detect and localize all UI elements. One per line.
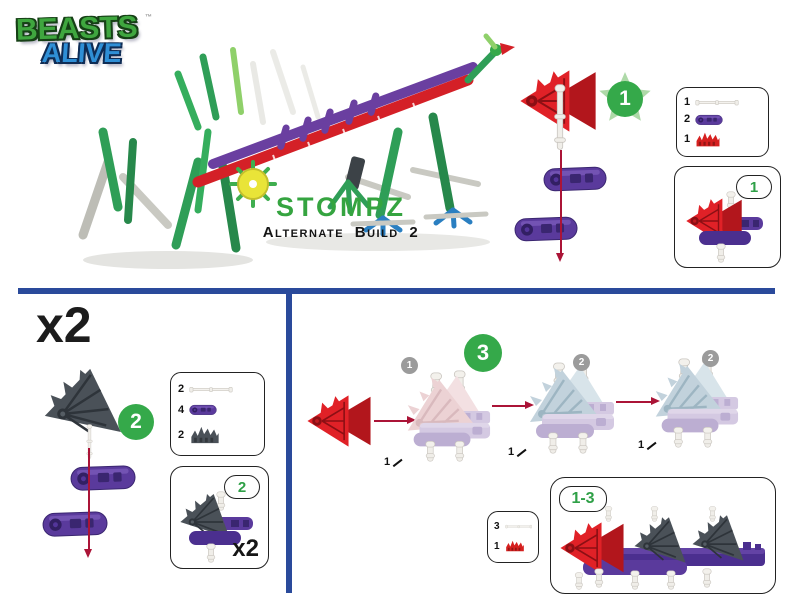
callout-label: 1 xyxy=(384,456,391,468)
stage3-assembly xyxy=(642,352,744,448)
assembly-preview xyxy=(685,191,763,263)
part-qty: 2 xyxy=(178,383,185,396)
white-rod-icon xyxy=(695,98,739,107)
red-connector-piece xyxy=(306,390,372,452)
result-label: 1 xyxy=(736,175,772,199)
assembly-arrow-down xyxy=(556,150,565,262)
step1-number: 1 xyxy=(607,81,643,117)
purple-clip-piece xyxy=(513,212,578,244)
rod-callout: 1 xyxy=(384,456,403,468)
parts-box-step3: 3 1 xyxy=(487,511,539,563)
parts-row: 2 xyxy=(178,425,257,445)
result-multiplier: x2 xyxy=(232,535,259,562)
parts-row: 4 xyxy=(178,403,257,416)
parts-row: 3 xyxy=(494,521,532,532)
assembly-arrow-down xyxy=(84,448,93,558)
title-block: STOMPZ Alternate Build 2 xyxy=(248,192,434,241)
result-box-step1: 1 xyxy=(674,166,781,268)
parts-row: 1 xyxy=(494,539,532,553)
horizontal-divider xyxy=(18,288,775,294)
stage1-assembly xyxy=(396,366,494,462)
assembly-arrow-right xyxy=(616,397,660,406)
final-assembly-preview xyxy=(559,506,765,590)
parts-row: 2 xyxy=(684,113,761,126)
callout-label: 1 xyxy=(508,446,515,458)
model-photo xyxy=(78,33,515,269)
result-label: 2 xyxy=(224,475,260,499)
result-box-step2: 2 x2 xyxy=(170,466,269,569)
assembly-arrow-right xyxy=(374,416,416,425)
rod-callout: 1 xyxy=(508,446,527,458)
red-connector-icon xyxy=(695,131,721,148)
part-qty: 4 xyxy=(178,403,185,416)
stage1-badge: 1 xyxy=(401,357,418,374)
white-rod-icon xyxy=(189,385,233,394)
stage2-badge: 2 xyxy=(573,354,590,371)
step2-multiplier: x2 xyxy=(36,297,92,353)
step3-badge: 3 xyxy=(464,334,502,372)
result-box-steps1-3: 1-3 xyxy=(550,477,776,594)
purple-clip-piece xyxy=(542,162,607,194)
assembly-preview xyxy=(179,491,253,563)
part-qty: 1 xyxy=(684,133,691,146)
beasts-alive-logo: BEASTS ALIVE ™ xyxy=(16,11,152,98)
page-title: STOMPZ xyxy=(275,192,406,222)
parts-row: 2 xyxy=(178,383,257,395)
logo-line2: ALIVE xyxy=(40,38,123,68)
callout-line xyxy=(392,459,403,468)
parts-row: 1 xyxy=(684,96,761,108)
white-rod-icon xyxy=(505,523,532,530)
assembly-arrow-right xyxy=(492,401,534,410)
vertical-divider xyxy=(286,288,292,593)
rod-callout: 1 xyxy=(638,439,657,451)
callout-line xyxy=(646,442,657,451)
callout-label: 1 xyxy=(638,439,645,451)
stage3-badge: 2 xyxy=(702,350,719,367)
callout-line xyxy=(516,449,527,458)
gray-connector-icon xyxy=(189,425,221,445)
trademark-symbol: ™ xyxy=(145,14,152,21)
step1-star-badge: 1 xyxy=(598,72,652,126)
page-subtitle: Alternate Build 2 xyxy=(262,224,420,241)
red-connector-icon xyxy=(505,539,525,553)
stage2-assembly xyxy=(518,356,618,454)
purple-clip-piece xyxy=(69,460,136,494)
purple-clip-icon xyxy=(695,113,723,126)
step2-badge: 2 xyxy=(118,404,154,440)
purple-clip-piece xyxy=(41,506,108,540)
part-qty: 2 xyxy=(178,428,185,441)
parts-row: 1 xyxy=(684,131,761,148)
part-qty: 1 xyxy=(684,96,691,109)
part-qty: 1 xyxy=(494,540,500,552)
part-qty: 2 xyxy=(684,113,691,126)
parts-box-step1: 1 2 1 xyxy=(676,87,769,157)
parts-box-step2: 2 4 2 xyxy=(170,372,265,456)
purple-clip-icon xyxy=(189,403,217,416)
white-rod-piece xyxy=(551,80,569,156)
part-qty: 3 xyxy=(494,520,500,532)
result-label: 1-3 xyxy=(559,486,607,512)
